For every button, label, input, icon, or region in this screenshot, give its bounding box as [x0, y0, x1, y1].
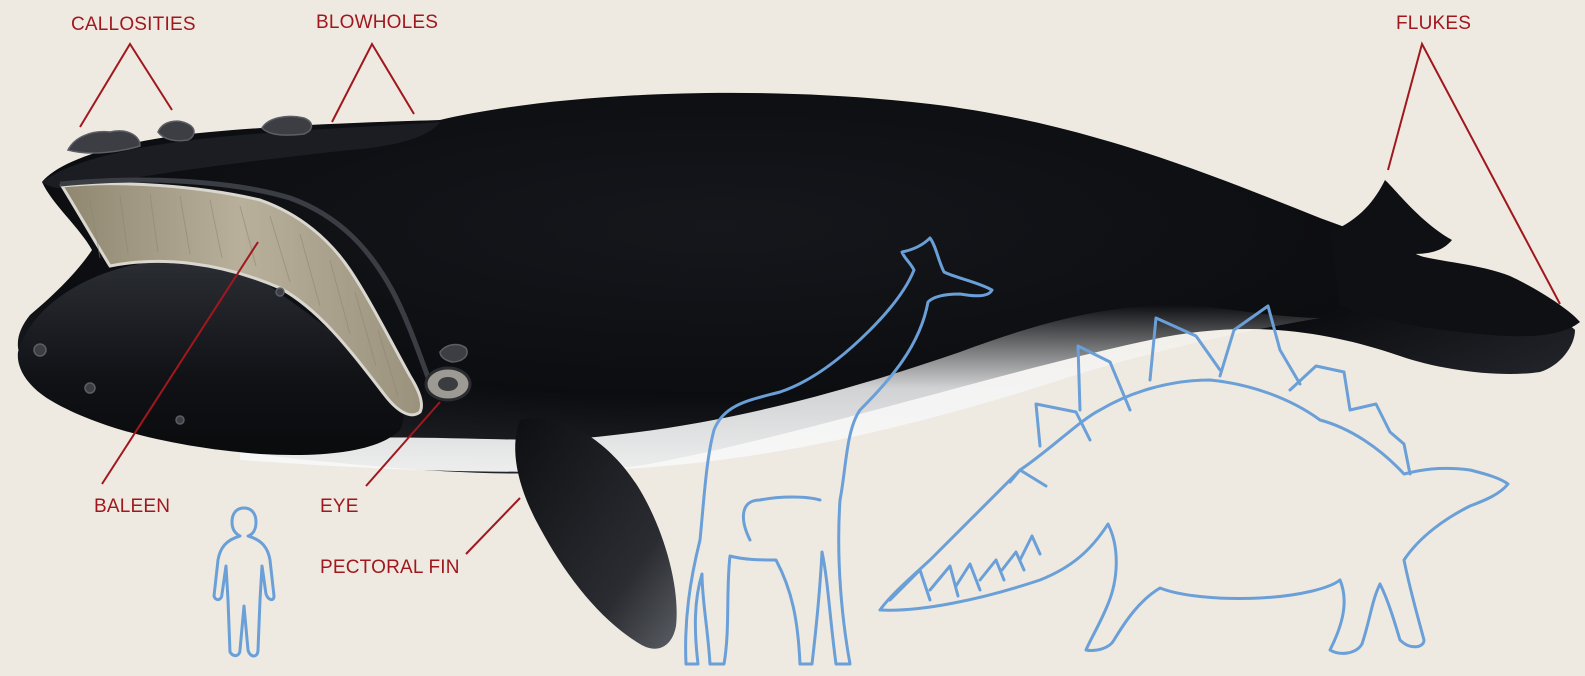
pectoral-fin-label: PECTORAL FIN	[320, 558, 460, 577]
tail-flukes	[1330, 180, 1580, 336]
eye-label: EYE	[320, 497, 359, 516]
blowholes-label: BLOWHOLES	[316, 13, 438, 32]
whale	[18, 93, 1580, 649]
callosities-leader	[80, 44, 172, 127]
pectoral-fin-leader	[466, 498, 520, 554]
giraffe-leg-detail	[743, 497, 820, 540]
baleen-label: BALEEN	[94, 497, 170, 516]
flukes-label: FLUKES	[1396, 14, 1471, 33]
human-silhouette	[214, 508, 274, 656]
blowholes-leader	[332, 44, 414, 122]
stegosaurus-silhouette	[880, 380, 1508, 653]
callosities-label: CALLOSITIES	[71, 15, 196, 34]
whale-eye	[426, 368, 470, 400]
